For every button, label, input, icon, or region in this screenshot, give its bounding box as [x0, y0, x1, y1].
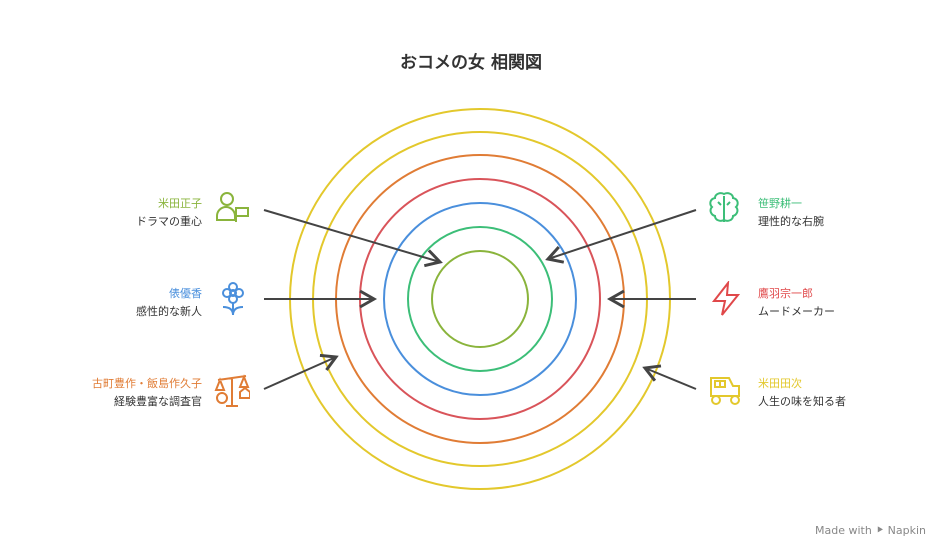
carriage-icon [710, 377, 740, 405]
arrow-1 [263, 209, 443, 268]
person-role: 感性的な新人 [136, 305, 202, 318]
person-name: 俵優香 [169, 287, 202, 300]
person-label-4: 笹野耕一 理性的な右腕 [758, 195, 824, 231]
person-label-2: 俵優香 感性的な新人 [2, 285, 202, 321]
person-label-5: 鷹羽宗一郎 ムードメーカー [758, 285, 835, 321]
ring-3 [335, 154, 625, 444]
person-label-6: 米田田次 人生の味を知る者 [758, 375, 846, 411]
napkin-watermark: Made with ⯈ Napkin [815, 524, 926, 537]
arrow-3 [263, 353, 339, 390]
person-name: 笹野耕一 [758, 197, 802, 210]
person-label-1: 米田正子 ドラマの重心 [2, 195, 202, 231]
arrow-4 [545, 209, 697, 264]
ring-6 [407, 226, 553, 372]
person-name: 米田田次 [758, 377, 802, 390]
page-title: おコメの女 相関図 [400, 53, 542, 73]
lightning-icon [711, 281, 741, 316]
ring-7 [431, 250, 529, 348]
person-role: ドラマの重心 [136, 215, 202, 228]
ring-4 [359, 178, 601, 420]
person-name: 米田正子 [158, 197, 202, 210]
person-role: 経験豊富な調査官 [114, 395, 202, 408]
person-role: ムードメーカー [758, 305, 835, 318]
person-label-3: 古町豊作・飯島作久子 経験豊富な調査官 [2, 375, 202, 411]
person-role: 人生の味を知る者 [758, 395, 846, 408]
arrow-6 [642, 364, 697, 390]
flower-icon [222, 282, 244, 316]
person-name: 古町豊作・飯島作久子 [92, 377, 202, 390]
person-role: 理性的な右腕 [758, 215, 824, 228]
scale-money-icon [214, 374, 250, 407]
person-flag-icon [216, 192, 249, 222]
ring-5 [383, 202, 577, 396]
person-name: 鷹羽宗一郎 [758, 287, 813, 300]
brain-icon [709, 192, 739, 222]
